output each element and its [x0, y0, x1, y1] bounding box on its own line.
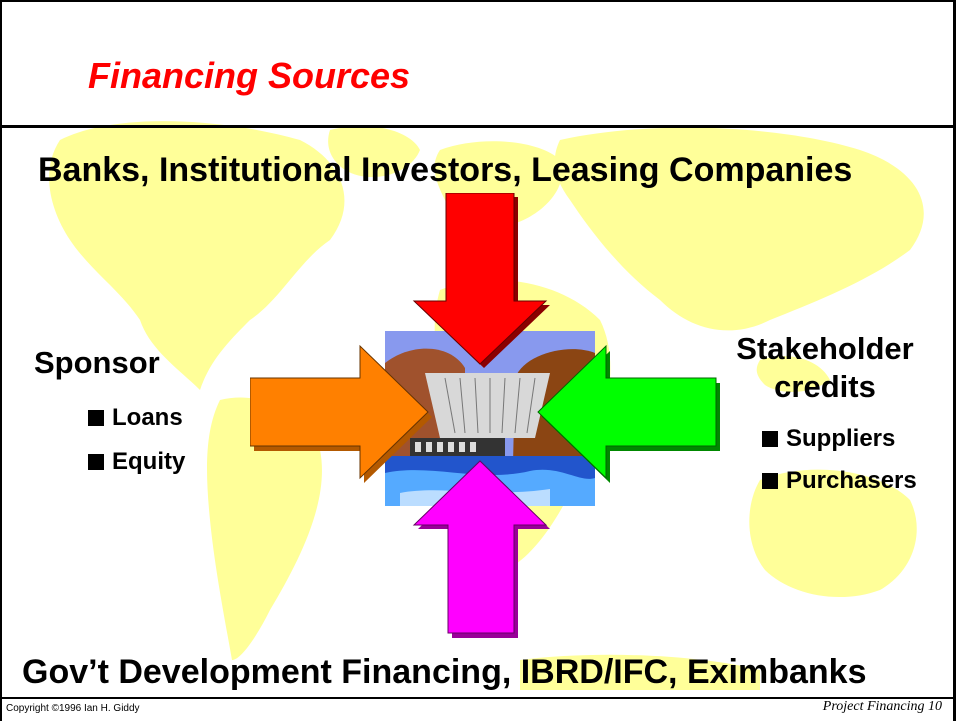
top-financing-source: Banks, Institutional Investors, Leasing …	[38, 151, 853, 189]
frame-left-border	[0, 0, 2, 721]
square-bullet-icon	[88, 454, 104, 470]
page-label: Project Financing 10	[822, 699, 942, 714]
square-bullet-icon	[762, 473, 778, 489]
list-item: Loans	[88, 396, 185, 440]
sponsor-heading: Sponsor	[34, 345, 160, 380]
square-bullet-icon	[762, 431, 778, 447]
slide-title: Financing Sources	[88, 55, 411, 96]
list-item: Equity	[88, 440, 185, 484]
bottom-financing-source: Gov’t Development Financing, IBRD/IFC, E…	[22, 653, 867, 691]
left-arrow	[250, 344, 432, 483]
frame-top-border	[0, 0, 956, 2]
frame-right-border	[953, 0, 956, 721]
sponsor-list: Loans Equity	[88, 396, 185, 484]
list-item: Purchasers	[762, 460, 917, 502]
financing-arrows-diagram	[250, 193, 720, 638]
stakeholder-heading: Stakeholder credits	[736, 331, 914, 404]
title-divider	[0, 125, 956, 128]
footer-divider	[0, 697, 956, 699]
stakeholder-list: Suppliers Purchasers	[762, 418, 917, 502]
copyright-text: Copyright ©1996 Ian H. Giddy	[6, 703, 140, 714]
right-arrow	[537, 344, 720, 483]
list-item: Suppliers	[762, 418, 917, 460]
bottom-arrow	[412, 460, 550, 638]
top-arrow	[412, 193, 550, 368]
square-bullet-icon	[88, 410, 104, 426]
